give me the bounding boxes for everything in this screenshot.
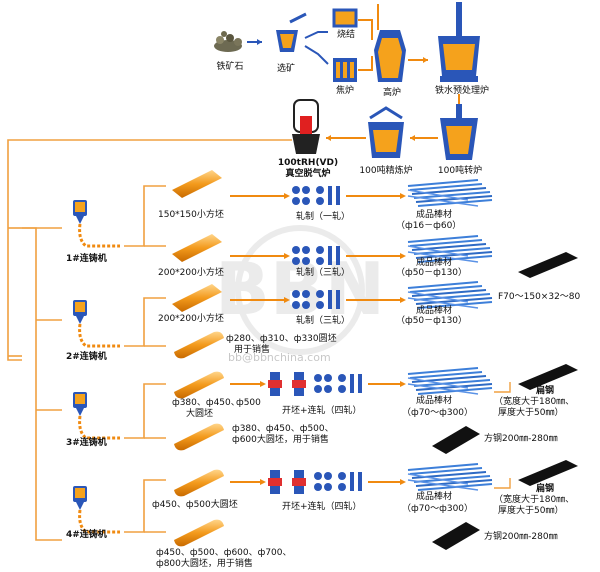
billet-200-a-icon [172, 234, 222, 262]
watermark-url: bb@bbnchina.com [228, 351, 331, 364]
vacuum-degasser-icon [292, 99, 320, 154]
bar-bundle-3-icon [407, 281, 493, 309]
iron-ore-icon [214, 31, 242, 52]
bloom-sale-a-icon [174, 423, 224, 451]
caster-4-label: 4#连铸机 [66, 530, 107, 540]
bar-bundle-1-icon [407, 179, 493, 207]
row3-spec-label: （ф50－ф130） [396, 316, 468, 326]
bar-bundle-5-icon [407, 463, 493, 491]
row4-sale-line1: ф380、ф450、ф500、 [232, 424, 334, 434]
flat-bar-3-icon [518, 364, 578, 390]
bloom-sale-b-icon [174, 519, 224, 547]
sintering-icon [332, 8, 358, 28]
row4-spec-label: （ф70～ф300） [402, 408, 474, 418]
rolling-mill-1-icon [292, 186, 340, 205]
row5-product-label: 成品棒材 [416, 492, 453, 502]
square-bar-3-icon [432, 426, 480, 454]
row4-sale-line2: ф600大圆坯，用于销售 [232, 435, 329, 445]
row5-spec-label: （ф70～ф300） [402, 504, 474, 514]
sintering-label: 烧结 [336, 30, 356, 40]
coke-oven-label: 焦炉 [335, 86, 355, 96]
hot-metal-pretreatment-icon [438, 2, 480, 82]
beneficiation-label: 选矿 [276, 64, 296, 74]
hot-metal-pretreatment-label: 铁水预处理炉 [434, 86, 490, 96]
row5-sale-line1: ф450、ф500、ф600、ф700、 [156, 548, 292, 558]
row1-product-label: 成品棒材 [416, 210, 453, 220]
row1-mill-label: 轧制（一轧） [296, 212, 351, 222]
row3-product-label: 成品棒材 [416, 306, 453, 316]
refining-label: 100吨精炼炉 [359, 166, 413, 176]
caster-2-label: 2#连铸机 [66, 352, 107, 362]
caster-1-icon [71, 198, 122, 248]
caster-2-icon [71, 298, 122, 348]
vacuum-label-line2: 真空脱气炉 [285, 169, 331, 179]
row4-flat-line2: 厚度大于50㎜） [498, 408, 564, 418]
row2-billet-label: 200*200小方坯 [158, 268, 224, 278]
blooming-mill-a-icon [268, 372, 362, 396]
row4-product-label: 成品棒材 [416, 396, 453, 406]
row2-product-label: 成品棒材 [416, 258, 453, 268]
row1-spec-label: （ф16－ф60） [396, 221, 462, 231]
blast-furnace-label: 高炉 [382, 88, 402, 98]
caster-3-icon [71, 390, 122, 440]
billet-150-icon [172, 170, 222, 198]
flat-bar-4-icon [518, 460, 578, 486]
bar-bundle-4-icon [407, 367, 493, 395]
converter-label: 100吨转炉 [437, 166, 483, 176]
caster-1-label: 1#连铸机 [66, 254, 107, 264]
row5-square-label: 方钢200㎜-280㎜ [484, 532, 558, 542]
row4-bloom-extra: ф500 [236, 398, 261, 408]
row4-flat-line1: （宽度大于180㎜、 [494, 397, 575, 407]
bloom-380-icon [174, 371, 224, 399]
row4-flat-title: 扁钢 [536, 386, 555, 396]
row4-bloom-line1: ф380、ф450、 [172, 398, 240, 408]
row5-flat-line1: （宽度大于180㎜、 [494, 495, 575, 505]
blooming-mill-b-icon [268, 470, 362, 494]
row2-spec-label: （ф50－ф130） [396, 268, 468, 278]
caster-4-icon [71, 484, 122, 534]
flat-top-spec-label: F70～150×32～80 [498, 292, 581, 302]
row4-square-label: 方钢200㎜-280㎜ [484, 434, 558, 444]
iron-ore-label: 铁矿石 [216, 62, 244, 72]
converter-icon [440, 104, 478, 160]
refining-furnace-icon [368, 106, 404, 158]
row3-billet-label: 200*200小方坯 [158, 314, 224, 324]
beneficiation-icon [276, 12, 307, 52]
vacuum-label-line1: 100tRH(VD) [277, 158, 339, 168]
row3-sale-line2: 用于销售 [234, 345, 271, 355]
flat-bar-top-icon [518, 252, 578, 278]
row4-mill-label: 开坯+连轧（四轧） [282, 406, 362, 416]
square-bar-4-icon [432, 522, 480, 550]
row5-flat-line2: 厚度大于50㎜） [498, 506, 564, 516]
blast-furnace-icon [374, 30, 406, 82]
row1-billet-label: 150*150小方坯 [158, 210, 224, 220]
row3-sale-line1: ф280、ф310、ф330圆坯 [226, 334, 337, 344]
row3-mill-label: 轧制（三轧） [296, 316, 351, 326]
coke-oven-icon [333, 58, 357, 82]
caster-3-label: 3#连铸机 [66, 438, 107, 448]
round-billet-sale-icon [174, 331, 224, 359]
row5-bloom-label: ф450、ф500大圆坯 [152, 500, 238, 510]
row2-mill-label: 轧制（三轧） [296, 268, 351, 278]
row5-sale-line2: ф800大圆坯，用于销售 [156, 559, 253, 569]
billet-200-b-icon [172, 284, 222, 312]
bloom-450-icon [174, 469, 224, 497]
row5-mill-label: 开坯+连轧（四轧） [282, 502, 362, 512]
row4-bloom-line2: 大圆坯 [186, 409, 214, 419]
row5-flat-title: 扁钢 [536, 484, 555, 494]
